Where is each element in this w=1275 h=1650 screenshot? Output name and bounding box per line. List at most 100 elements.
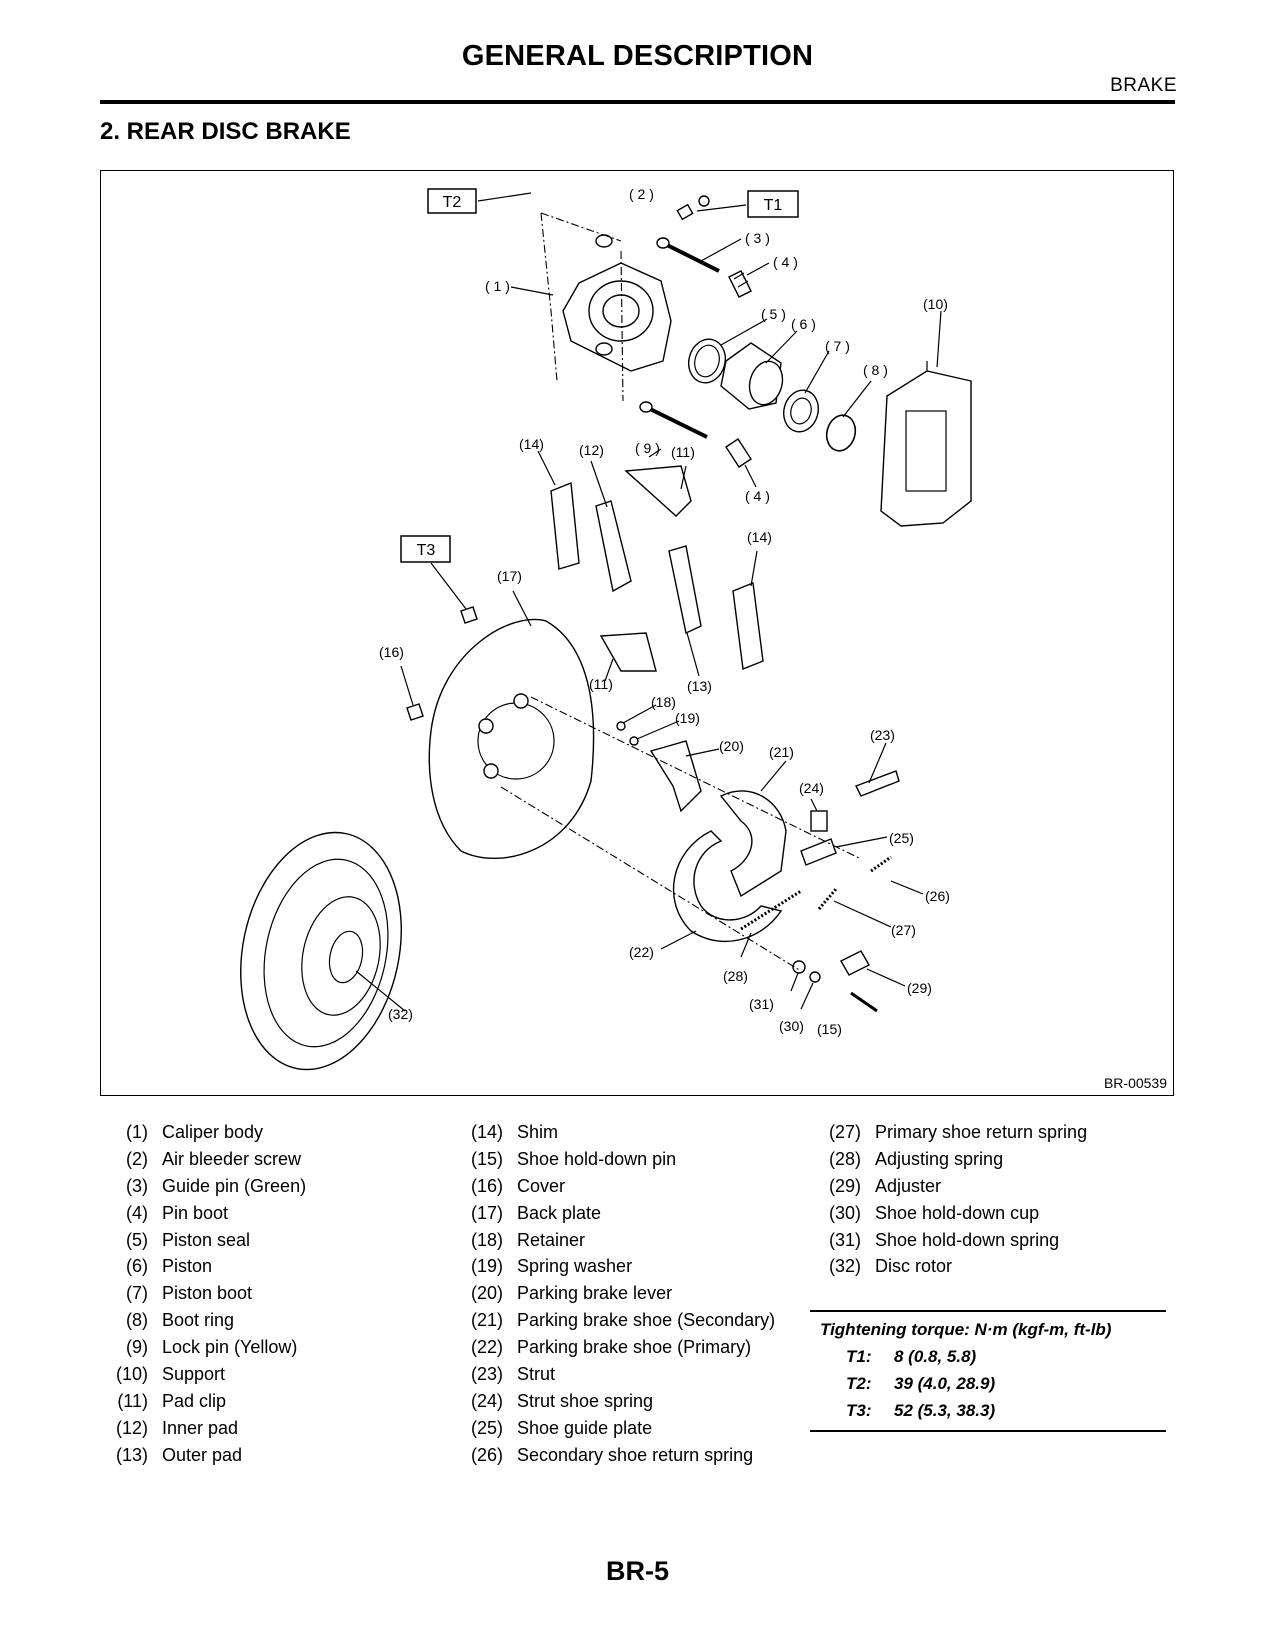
leader-line (720, 318, 768, 346)
legend-item: (28)Adjusting spring (828, 1148, 1004, 1169)
leader-line (685, 748, 720, 757)
parking-brake-shoe-secondary (719, 790, 787, 898)
leader-line (790, 972, 799, 992)
back-plate-bolt (460, 606, 478, 624)
legend-item: (21)Parking brake shoe (Secondary) (470, 1310, 776, 1331)
lock-pin (639, 401, 708, 439)
pin-boot-upper (728, 270, 752, 298)
cover (406, 703, 424, 721)
callout-16: (16) (379, 644, 404, 660)
callout-17: (17) (497, 568, 522, 584)
torque-title: Tightening torque: N·m (kgf-m, ft-lb) (820, 1320, 1112, 1339)
callout-32: (32) (388, 1006, 413, 1022)
callout-31: (31) (749, 996, 774, 1012)
legend-item: (30)Shoe hold-down cup (828, 1202, 1040, 1223)
assembly-line (500, 786, 802, 972)
legend-item: (4)Pin boot (126, 1202, 229, 1223)
legend-item: (15)Shoe hold-down pin (470, 1148, 677, 1169)
figure-id: BR-00539 (1103, 1075, 1167, 1091)
callout-15: (15) (817, 1021, 842, 1037)
legend-item: (6)Piston (126, 1256, 213, 1277)
inner-pad (595, 500, 632, 593)
legend-item: (9)Lock pin (Yellow) (126, 1337, 298, 1358)
leader-line (590, 460, 608, 508)
legend-item: (23)Strut (470, 1364, 556, 1385)
callout-20: (20) (719, 738, 744, 754)
header-rule (100, 100, 1175, 104)
callout-23: (23) (870, 727, 895, 743)
callout-24: (24) (799, 780, 824, 796)
callout-10: (10) (923, 296, 948, 312)
leader-line (744, 464, 757, 488)
legend-item: (12)Inner pad (115, 1417, 239, 1438)
assembly-line (540, 212, 558, 382)
legend-item: (2)Air bleeder screw (126, 1148, 302, 1169)
leader-line (760, 760, 787, 792)
leader-line (750, 550, 758, 587)
primary-shoe-return-spring (817, 888, 838, 910)
legend-item: (24)Strut shoe spring (470, 1390, 654, 1411)
legend-item: (31)Shoe hold-down spring (828, 1229, 1060, 1250)
callout-6: ( 6 ) (791, 316, 816, 332)
leader-line (696, 204, 747, 212)
torque-row-t3: T3:52 (5.3, 38.3) (846, 1401, 996, 1420)
callout-11-lower: (11) (589, 676, 613, 692)
outer-pad (668, 545, 702, 635)
leader-line (537, 450, 556, 486)
page-title: GENERAL DESCRIPTION (461, 40, 814, 72)
callout-2: ( 2 ) (629, 186, 654, 202)
secondary-shoe-return-spring (870, 855, 892, 873)
leader-line (400, 665, 414, 706)
piston-boot (783, 389, 819, 433)
torque-tag-t2: T2 (427, 188, 477, 214)
spring-washer (629, 736, 639, 746)
shoe-hold-down-spring (792, 960, 806, 974)
callout-9: ( 9 ) (635, 440, 660, 456)
shim-inner (550, 482, 580, 570)
pin-boot-lower (725, 438, 752, 468)
pad-clip-upper (624, 465, 692, 517)
legend-item: (1)Caliper body (126, 1122, 264, 1142)
callout-5: ( 5 ) (761, 306, 786, 322)
leader-line (936, 310, 942, 368)
leader-line (842, 380, 872, 418)
strut-shoe-spring (810, 810, 828, 832)
caliper-body (562, 234, 672, 372)
legend-column-1: (1)Caliper body (2)Air bleeder screw (3)… (112, 1122, 306, 1472)
support-bracket (880, 361, 972, 527)
callout-8: ( 8 ) (863, 362, 888, 378)
shoe-guide-plate (800, 838, 837, 866)
legend-item: (20)Parking brake lever (470, 1283, 673, 1304)
callout-12: (12) (579, 442, 604, 458)
air-bleeder-screw (676, 195, 710, 221)
torque-tag-t3: T3 (400, 535, 451, 563)
torque-row-t1: T1:8 (0.8, 5.8) (846, 1347, 977, 1366)
legend-item: (7)Piston boot (126, 1283, 253, 1304)
callout-21: (21) (769, 744, 794, 760)
adjuster (840, 950, 870, 976)
callout-13: (13) (687, 678, 712, 694)
leader-line (355, 970, 406, 1012)
strut (855, 770, 900, 797)
leader-line (765, 330, 798, 364)
torque-tag-t1: T1 (747, 190, 799, 218)
leader-line (648, 448, 662, 458)
legend-item: (14)Shim (470, 1122, 559, 1142)
leader-line (800, 982, 814, 1010)
piston (720, 342, 784, 410)
legend-column-3: (27)Primary shoe return spring (28)Adjus… (825, 1122, 1087, 1283)
callout-1: ( 1 ) (485, 278, 510, 294)
back-plate (428, 618, 595, 859)
leader-line (680, 465, 687, 490)
pad-clip-lower (599, 632, 657, 672)
disc-rotor (240, 831, 402, 1071)
boot-ring (825, 414, 857, 452)
legend-item: (11)Pad clip (117, 1390, 227, 1411)
legend-item: (18)Retainer (470, 1229, 586, 1250)
exploded-diagram: T2 T1 T3 ( 1 ) ( 2 ) ( 3 ) ( 4 ) ( 5 ) (… (100, 170, 1174, 1096)
svg-text:T2: T2 (443, 194, 462, 211)
legend-item: (16)Cover (470, 1175, 566, 1196)
shoe-hold-down-cup (809, 971, 821, 983)
callout-18: (18) (651, 694, 676, 710)
shim-outer (732, 582, 764, 670)
